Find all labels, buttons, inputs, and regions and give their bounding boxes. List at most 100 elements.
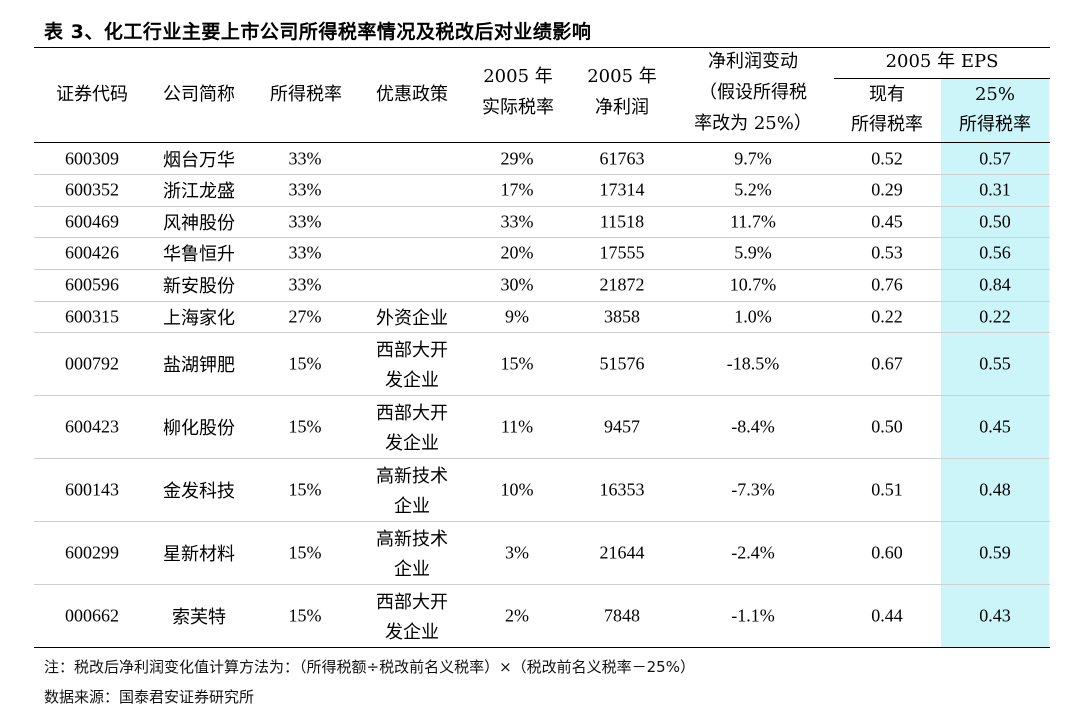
header-eps-current-line1: 现有 [869, 84, 905, 105]
table-top-rule [34, 47, 1050, 48]
cell-policy-line2: 发企业 [385, 621, 439, 643]
table-bottom-rule [34, 647, 1050, 648]
cell-eps-current: 0.67 [871, 353, 903, 373]
cell-actual: 33% [500, 211, 534, 231]
cell-eps-current: 0.53 [871, 242, 903, 263]
cell-change: -2.4% [731, 542, 775, 562]
cell-name: 上海家化 [163, 307, 235, 329]
cell-profit: 7848 [604, 605, 640, 625]
cell-name: 柳化股份 [163, 417, 235, 439]
row-divider [34, 206, 1050, 207]
cell-name: 金发科技 [163, 480, 235, 502]
cell-change: 9.7% [734, 148, 772, 168]
cell-actual: 17% [500, 179, 534, 200]
cell-name: 星新材料 [163, 543, 235, 565]
cell-actual: 11% [500, 416, 534, 436]
cell-rate: 15% [288, 605, 322, 625]
cell-code: 600469 [65, 211, 119, 231]
cell-change: 5.9% [734, 242, 772, 263]
header-actual-line2: 实际税率 [482, 97, 554, 118]
cell-eps-current: 0.50 [871, 416, 903, 436]
cell-eps-current: 0.76 [871, 274, 903, 295]
cell-profit: 9457 [604, 416, 640, 436]
cell-actual: 2% [505, 605, 529, 625]
cell-name: 索芙特 [172, 606, 226, 628]
highlight-column-eps-25 [941, 79, 1049, 647]
cell-rate: 27% [288, 306, 322, 326]
cell-code: 600143 [65, 479, 119, 499]
cell-code: 600352 [65, 179, 119, 200]
cell-name: 新安股份 [163, 276, 235, 297]
header-eps-group: 2005 年 EPS [885, 51, 999, 72]
header-policy: 优惠政策 [376, 84, 448, 105]
cell-code: 600299 [65, 542, 119, 562]
cell-code: 600596 [65, 274, 119, 295]
cell-actual: 15% [500, 353, 534, 373]
cell-actual: 30% [500, 274, 534, 295]
row-divider [34, 332, 1050, 333]
cell-policy-line2: 企业 [394, 558, 430, 580]
header-code: 证券代码 [56, 84, 128, 105]
eps-group-rule [834, 78, 1050, 79]
header-name: 公司简称 [163, 84, 235, 105]
cell-policy-line1: 高新技术 [376, 528, 448, 550]
cell-policy-line2: 发企业 [385, 432, 439, 454]
row-divider [34, 521, 1050, 522]
cell-actual: 29% [500, 148, 534, 168]
cell-policy-line1: 西部大开 [376, 402, 448, 424]
row-divider [34, 237, 1050, 238]
cell-eps-current: 0.60 [871, 542, 903, 562]
header-eps-25-line1: 25% [974, 84, 1015, 105]
cell-profit: 51576 [599, 353, 645, 373]
cell-eps-25: 0.48 [979, 479, 1011, 499]
cell-eps-current: 0.51 [871, 479, 903, 499]
cell-actual: 20% [500, 242, 534, 263]
cell-rate: 33% [288, 274, 322, 295]
cell-name: 浙江龙盛 [163, 181, 235, 202]
cell-rate: 33% [288, 179, 322, 200]
cell-eps-25: 0.57 [979, 148, 1011, 168]
cell-actual: 3% [505, 542, 529, 562]
header-actual-line1: 2005 年 [483, 66, 553, 87]
cell-code: 600309 [65, 148, 119, 168]
cell-rate: 15% [288, 353, 322, 373]
cell-name: 风神股份 [163, 212, 235, 234]
table-note: 注：税改后净利润变化值计算方法为：（所得税额÷税改前名义税率）×（税改前名义税率… [44, 658, 695, 676]
cell-eps-current: 0.29 [871, 179, 903, 200]
cell-profit: 21644 [599, 542, 645, 562]
cell-eps-25: 0.55 [979, 353, 1011, 373]
cell-profit: 11518 [599, 211, 645, 231]
cell-change: -1.1% [731, 605, 775, 625]
cell-eps-current: 0.22 [871, 306, 903, 326]
cell-code: 000792 [65, 353, 119, 373]
cell-code: 600423 [65, 416, 119, 436]
header-change-line1: 净利润变动 [708, 51, 798, 72]
cell-eps-current: 0.52 [871, 148, 903, 168]
cell-profit: 16353 [599, 479, 645, 499]
cell-eps-25: 0.84 [979, 274, 1011, 295]
cell-policy-line1: 西部大开 [376, 591, 448, 613]
cell-profit: 21872 [599, 274, 645, 295]
data-source: 数据来源：国泰君安证券研究所 [44, 688, 255, 706]
row-divider [34, 395, 1050, 396]
header-rate: 所得税率 [270, 84, 342, 105]
row-divider [34, 584, 1050, 585]
cell-name: 华鲁恒升 [163, 244, 235, 265]
cell-eps-25: 0.43 [979, 605, 1011, 625]
cell-change: -7.3% [731, 479, 775, 499]
header-rule [34, 142, 1050, 143]
cell-rate: 15% [288, 479, 322, 499]
row-divider [34, 458, 1050, 459]
cell-change: -8.4% [731, 416, 775, 436]
cell-profit: 3858 [604, 306, 640, 326]
cell-policy-line1: 高新技术 [376, 465, 448, 487]
header-eps-25-line2: 所得税率 [959, 114, 1031, 135]
cell-actual: 10% [500, 479, 534, 499]
header-profit-line1: 2005 年 [587, 66, 657, 87]
cell-eps-25: 0.56 [979, 242, 1011, 263]
cell-rate: 33% [288, 211, 322, 231]
row-divider [34, 174, 1050, 175]
cell-eps-25: 0.50 [979, 211, 1011, 231]
row-divider [34, 269, 1050, 270]
cell-rate: 33% [288, 242, 322, 263]
